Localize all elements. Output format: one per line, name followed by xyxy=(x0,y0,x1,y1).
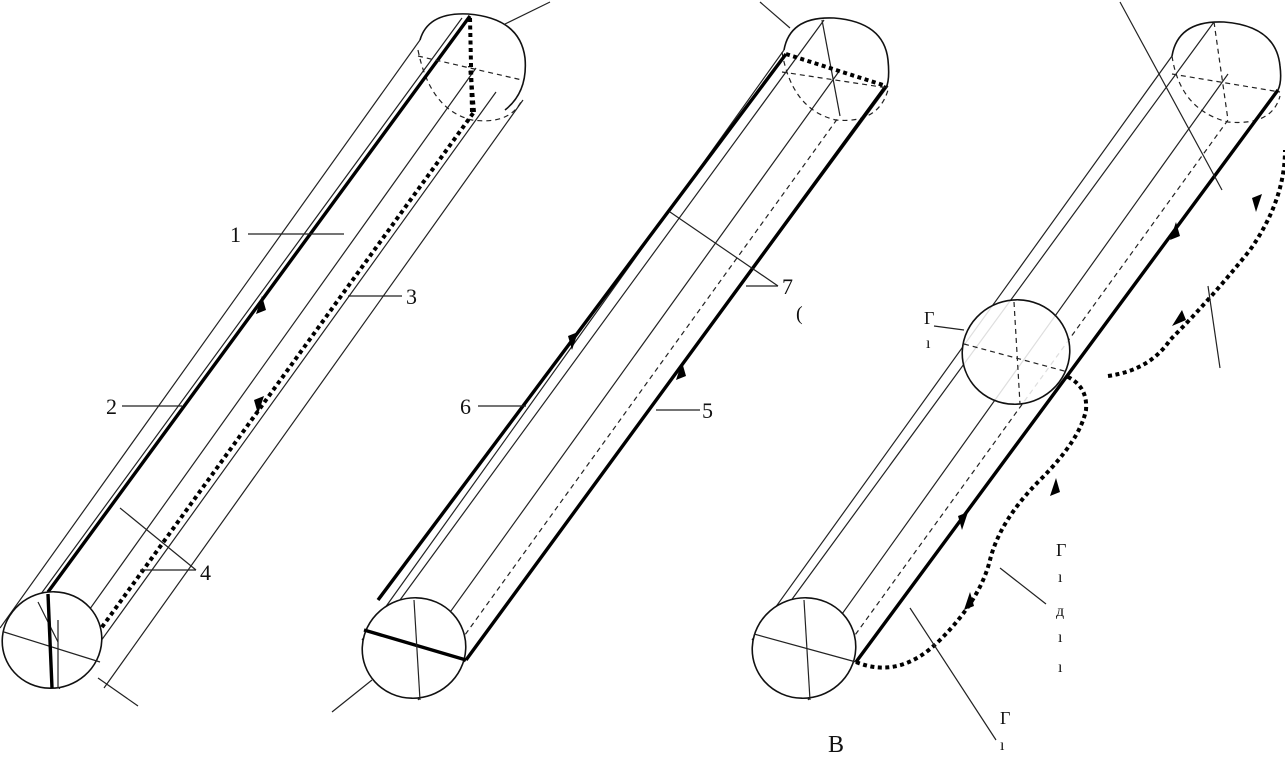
cyl3-dotted-loop-lower xyxy=(855,374,1089,670)
cyl1-outline-right xyxy=(103,99,524,689)
cyl1-line-2 xyxy=(46,14,472,594)
label-7-paren: ( xyxy=(796,303,803,325)
label-fragment-d: д xyxy=(1056,603,1064,620)
cyl3-mid-diam-b xyxy=(1013,301,1021,405)
cyl3-arrow-up-dotted-2 xyxy=(964,592,974,610)
labels: 1 2 3 4 5 6 7 ( B Γ ı д ı ı Γ ı Γ ı xyxy=(106,222,1066,758)
cyl3-bottom-diam-a xyxy=(753,633,857,663)
label-fragment-g1: Γ xyxy=(1056,540,1066,560)
cyl1-generator-b xyxy=(79,91,497,671)
cyl2-bottom-bold-diameter xyxy=(363,628,467,662)
label-fragment-i2: ı xyxy=(1058,629,1063,646)
cyl1-bottom-bold-radius xyxy=(46,593,54,689)
cyl2-bottom-diam-b xyxy=(413,599,421,701)
cylinder-right xyxy=(751,1,1285,741)
label-6: 6 xyxy=(460,394,471,419)
label-leaders xyxy=(119,211,779,571)
cyl1-arrow-down xyxy=(254,396,264,414)
label-5: 5 xyxy=(702,398,713,423)
cyl3-dotted-loop-upper xyxy=(1107,149,1285,378)
label-fragment-i4: ı xyxy=(926,335,931,352)
cyl2-top-bold-dotted xyxy=(785,52,887,88)
cyl1-bottom-ellipse xyxy=(1,590,103,690)
label-fragment-i1: ı xyxy=(1058,569,1063,586)
cyl3-leader-bottom xyxy=(909,607,997,741)
cyl1-generator-a xyxy=(37,17,463,599)
cyl3-mid-ellipse xyxy=(961,298,1071,406)
cyl3-arrow-up-dotted xyxy=(1050,478,1060,496)
cyl3-leader-top xyxy=(1119,1,1223,191)
cyl2-generator-a xyxy=(399,19,825,601)
cyl2-line-6 xyxy=(376,52,788,602)
cyl3-line-solid xyxy=(854,88,1280,664)
cyl3-arrow-up-solid xyxy=(1170,222,1180,240)
leader-4a xyxy=(119,507,197,571)
cyl3-arrow-down-dotted xyxy=(1252,194,1262,212)
cyl1-arrow-up xyxy=(256,296,266,314)
cylinder-middle xyxy=(331,1,890,713)
cyl2-bottom-ellipse xyxy=(361,596,467,700)
cyl3-top-ellipse xyxy=(1171,21,1282,91)
cyl3-top-diam-b xyxy=(1171,73,1281,93)
cyl1-generator-1 xyxy=(61,67,477,649)
cyl1-outline-left xyxy=(0,39,421,629)
label-4: 4 xyxy=(200,560,211,585)
cyl3-top-diam-a xyxy=(1213,21,1229,121)
label-fragment-g3: Γ xyxy=(924,308,934,328)
label-1: 1 xyxy=(230,222,241,247)
label-fragment-k: ı xyxy=(1058,659,1063,676)
cyl3-top-back-arc xyxy=(1171,55,1281,124)
cyl3-leader-lower-right xyxy=(999,567,1047,605)
cyl3-arrow-left-dotted xyxy=(1172,310,1186,326)
cyl2-line-5 xyxy=(464,84,888,662)
cyl1-top-radius-dotted xyxy=(468,17,474,113)
label-3: 3 xyxy=(406,284,417,309)
label-fragment-b: B xyxy=(828,732,844,754)
cyl2-top-ellipse xyxy=(783,17,890,89)
cyl2-top-diam-b xyxy=(781,71,889,89)
cyl2-generator-b xyxy=(419,69,841,655)
cyl1-top-back-arc xyxy=(417,49,523,122)
cyl3-generator-hidden xyxy=(807,119,1229,701)
leader-7a xyxy=(669,211,779,287)
cyl2-arrow-down xyxy=(568,332,578,350)
cyl1-bottom-diam-a xyxy=(3,631,101,663)
cyl2-generator-hidden xyxy=(417,117,839,701)
label-2: 2 xyxy=(106,394,117,419)
label-fragment-g2: Γ xyxy=(1000,708,1010,728)
cyl1-line-3 xyxy=(56,110,476,690)
cyl2-leader-bottom xyxy=(331,679,373,713)
cyl3-bottom-diam-b xyxy=(803,599,811,701)
cyl2-leader-top xyxy=(759,1,791,29)
cyl2-arrow-up xyxy=(676,362,686,380)
label-7: 7 xyxy=(782,274,793,299)
cyl3-leader-right xyxy=(1207,285,1221,369)
label-fragment-i3: ı xyxy=(1000,737,1005,754)
cyl1-top-ellipse xyxy=(419,13,527,111)
cyl3-leader-mid-left xyxy=(933,325,965,331)
cyl1-leader-bottom xyxy=(97,677,139,707)
cyl3-arrow-down-solid xyxy=(958,512,968,530)
cylinder-left xyxy=(0,1,551,707)
cyl1-leader-top xyxy=(504,1,551,25)
